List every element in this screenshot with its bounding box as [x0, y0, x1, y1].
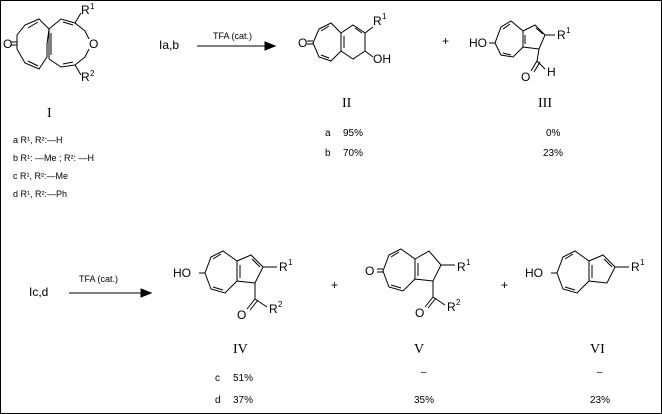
compound-IV-r2: R — [269, 302, 278, 316]
compound-VI-ho: HO — [525, 266, 543, 280]
yield-row-d-label: d — [215, 395, 221, 406]
yield-row-d-VI: 23% — [590, 395, 610, 406]
compound-II-oh: OH — [373, 52, 391, 66]
top-reagent-label: Ia,b — [159, 38, 179, 52]
compound-V-r2: R — [447, 300, 456, 314]
compound-IV-o: O — [237, 308, 246, 322]
yield-row-c-IV: 51% — [233, 373, 253, 384]
plus-bottom-2: + — [501, 278, 508, 292]
yield-row-c-V: – — [421, 367, 427, 378]
yield-row-d-V: 35% — [414, 395, 434, 406]
compound-I-r2-sup: 2 — [90, 69, 95, 78]
bottom-condition-label: TFA (cat.) — [79, 274, 118, 284]
substituent-a: a R¹, R²:—H — [13, 135, 63, 145]
compound-II-r1-sup: 1 — [382, 12, 387, 21]
yield-row-a-II: 95% — [343, 128, 363, 139]
compound-V-structure — [377, 248, 455, 309]
compound-V-o: O — [415, 306, 424, 320]
compound-I-r2: R — [81, 70, 90, 84]
compound-V-oxo: O — [365, 264, 374, 278]
compound-V-r2-sup: 2 — [456, 298, 461, 307]
compound-II-oxo: O — [298, 36, 307, 50]
substituent-c: c R¹, R²:—Me — [13, 171, 68, 181]
substituent-b: b R¹: —Me ; R²: —H — [13, 153, 94, 163]
compound-V-r1-sup: 1 — [466, 258, 471, 267]
bottom-arrowhead — [140, 288, 153, 298]
yield-row-a-III: 0% — [546, 128, 561, 139]
compound-VI-r1: R — [631, 260, 640, 274]
compound-III-o: O — [521, 70, 530, 84]
compound-III-ho: HO — [469, 36, 487, 50]
compound-IV-r1: R — [279, 260, 288, 274]
compound-VI-r1-sup: 1 — [640, 258, 645, 267]
compound-III-h: H — [547, 65, 556, 79]
yield-row-a-label: a — [325, 128, 331, 139]
yield-row-b-III: 23% — [543, 148, 563, 159]
top-arrowhead — [264, 41, 277, 51]
compound-I-ring-o: O — [89, 37, 98, 51]
yield-row-c-VI: – — [597, 367, 603, 378]
compound-III-r1-sup: 1 — [566, 26, 571, 35]
compound-I-label: I — [47, 106, 52, 121]
bottom-reagent-label: Ic,d — [29, 285, 48, 299]
compound-VI-structure — [551, 250, 629, 294]
yield-row-c-label: c — [215, 373, 220, 384]
compound-V-label: V — [414, 342, 424, 357]
compound-I-r1-sup: 1 — [90, 2, 95, 11]
compound-IV-label: IV — [233, 342, 248, 357]
compound-III-label: III — [538, 96, 552, 111]
top-condition-label: TFA (cat.) — [213, 31, 252, 41]
compound-IV-ho: HO — [173, 266, 191, 280]
compound-VI-label: VI — [590, 342, 605, 357]
compound-II-label: II — [342, 96, 352, 111]
compound-I-structure — [11, 12, 90, 76]
compound-III-r1: R — [557, 28, 566, 42]
plus-bottom-1: + — [331, 278, 338, 292]
yield-row-b-II: 70% — [343, 148, 363, 159]
plus-top: + — [442, 34, 449, 48]
compound-III-structure — [489, 20, 555, 73]
compound-II-structure — [307, 22, 374, 62]
yield-row-b-label: b — [325, 148, 331, 159]
compound-V-r1: R — [457, 260, 466, 274]
compound-II-r1: R — [373, 14, 382, 28]
yield-row-d-IV: 37% — [233, 395, 253, 406]
compound-IV-structure — [199, 250, 277, 311]
compound-IV-r1-sup: 1 — [288, 258, 293, 267]
substituent-d: d R¹, R²:—Ph — [13, 189, 67, 199]
compound-I-oxo: O — [3, 37, 12, 51]
compound-IV-r2-sup: 2 — [278, 300, 283, 309]
compound-I-r1: R — [81, 3, 90, 17]
